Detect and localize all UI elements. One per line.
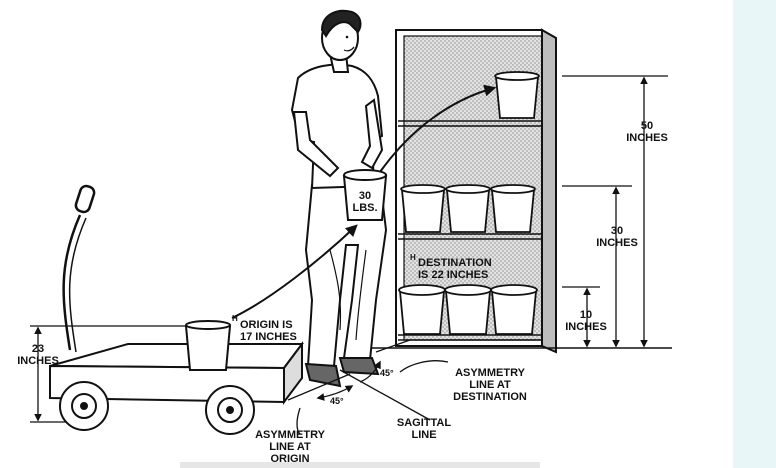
label-h-origin-line1: ORIGIN IS bbox=[240, 319, 293, 331]
label-asymmetry-destination-line1: ASYMMETRY bbox=[455, 367, 526, 379]
label-height-23: 23 INCHES bbox=[17, 343, 59, 367]
label-asymmetry-origin-line2: LINE AT bbox=[269, 441, 311, 453]
label-h-origin: H ORIGIN IS 17 INCHES bbox=[232, 314, 297, 343]
label-load-value: 30 bbox=[359, 190, 371, 202]
label-asymmetry-origin-line1: ASYMMETRY bbox=[255, 429, 326, 441]
label-height-23-unit: INCHES bbox=[17, 355, 59, 367]
label-h-destination: H DESTINATION IS 22 INCHES bbox=[410, 253, 492, 281]
label-h-destination-line1: DESTINATION bbox=[418, 257, 492, 269]
lifting-diagram: 50 INCHES 30 INCHES 10 INCHES 23 INCHES … bbox=[17, 9, 672, 468]
label-h-destination-symbol: H bbox=[410, 253, 416, 262]
side-panel bbox=[733, 0, 776, 468]
label-sagittal-line1: SAGITTAL bbox=[397, 417, 451, 429]
wagon bbox=[49, 184, 304, 435]
label-angle-origin: 45° bbox=[330, 396, 344, 406]
label-asymmetry-destination: ASYMMETRY LINE AT DESTINATION bbox=[453, 367, 527, 403]
asymmetry-lines bbox=[287, 339, 449, 435]
caption-cutoff bbox=[180, 462, 540, 468]
worker-figure bbox=[290, 9, 388, 388]
label-height-30-unit: INCHES bbox=[596, 237, 638, 249]
label-height-50-value: 50 bbox=[641, 120, 653, 132]
label-h-origin-symbol: H bbox=[232, 314, 238, 323]
label-asymmetry-origin: ASYMMETRY LINE AT ORIGIN bbox=[255, 429, 326, 465]
label-height-30-value: 30 bbox=[611, 225, 623, 237]
label-height-10-value: 10 bbox=[580, 309, 592, 321]
label-height-50: 50 INCHES bbox=[626, 120, 668, 144]
label-angle-destination: 45° bbox=[380, 368, 394, 378]
label-load-unit: LBS. bbox=[352, 202, 377, 214]
label-asymmetry-destination-line3: DESTINATION bbox=[453, 391, 527, 403]
label-height-30: 30 INCHES bbox=[596, 225, 638, 249]
label-height-50-unit: INCHES bbox=[626, 132, 668, 144]
label-sagittal-line2: LINE bbox=[411, 429, 436, 441]
label-sagittal: SAGITTAL LINE bbox=[397, 417, 451, 441]
label-h-destination-line2: IS 22 INCHES bbox=[418, 269, 488, 281]
label-height-23-value: 23 bbox=[32, 343, 44, 355]
label-height-10: 10 INCHES bbox=[565, 309, 607, 333]
label-height-10-unit: INCHES bbox=[565, 321, 607, 333]
label-h-origin-line2: 17 INCHES bbox=[240, 331, 297, 343]
label-asymmetry-destination-line2: LINE AT bbox=[469, 379, 511, 391]
label-load: 30 LBS. bbox=[352, 190, 377, 214]
shelf-buckets bbox=[398, 71, 540, 335]
trajectory-arrows bbox=[231, 84, 497, 319]
